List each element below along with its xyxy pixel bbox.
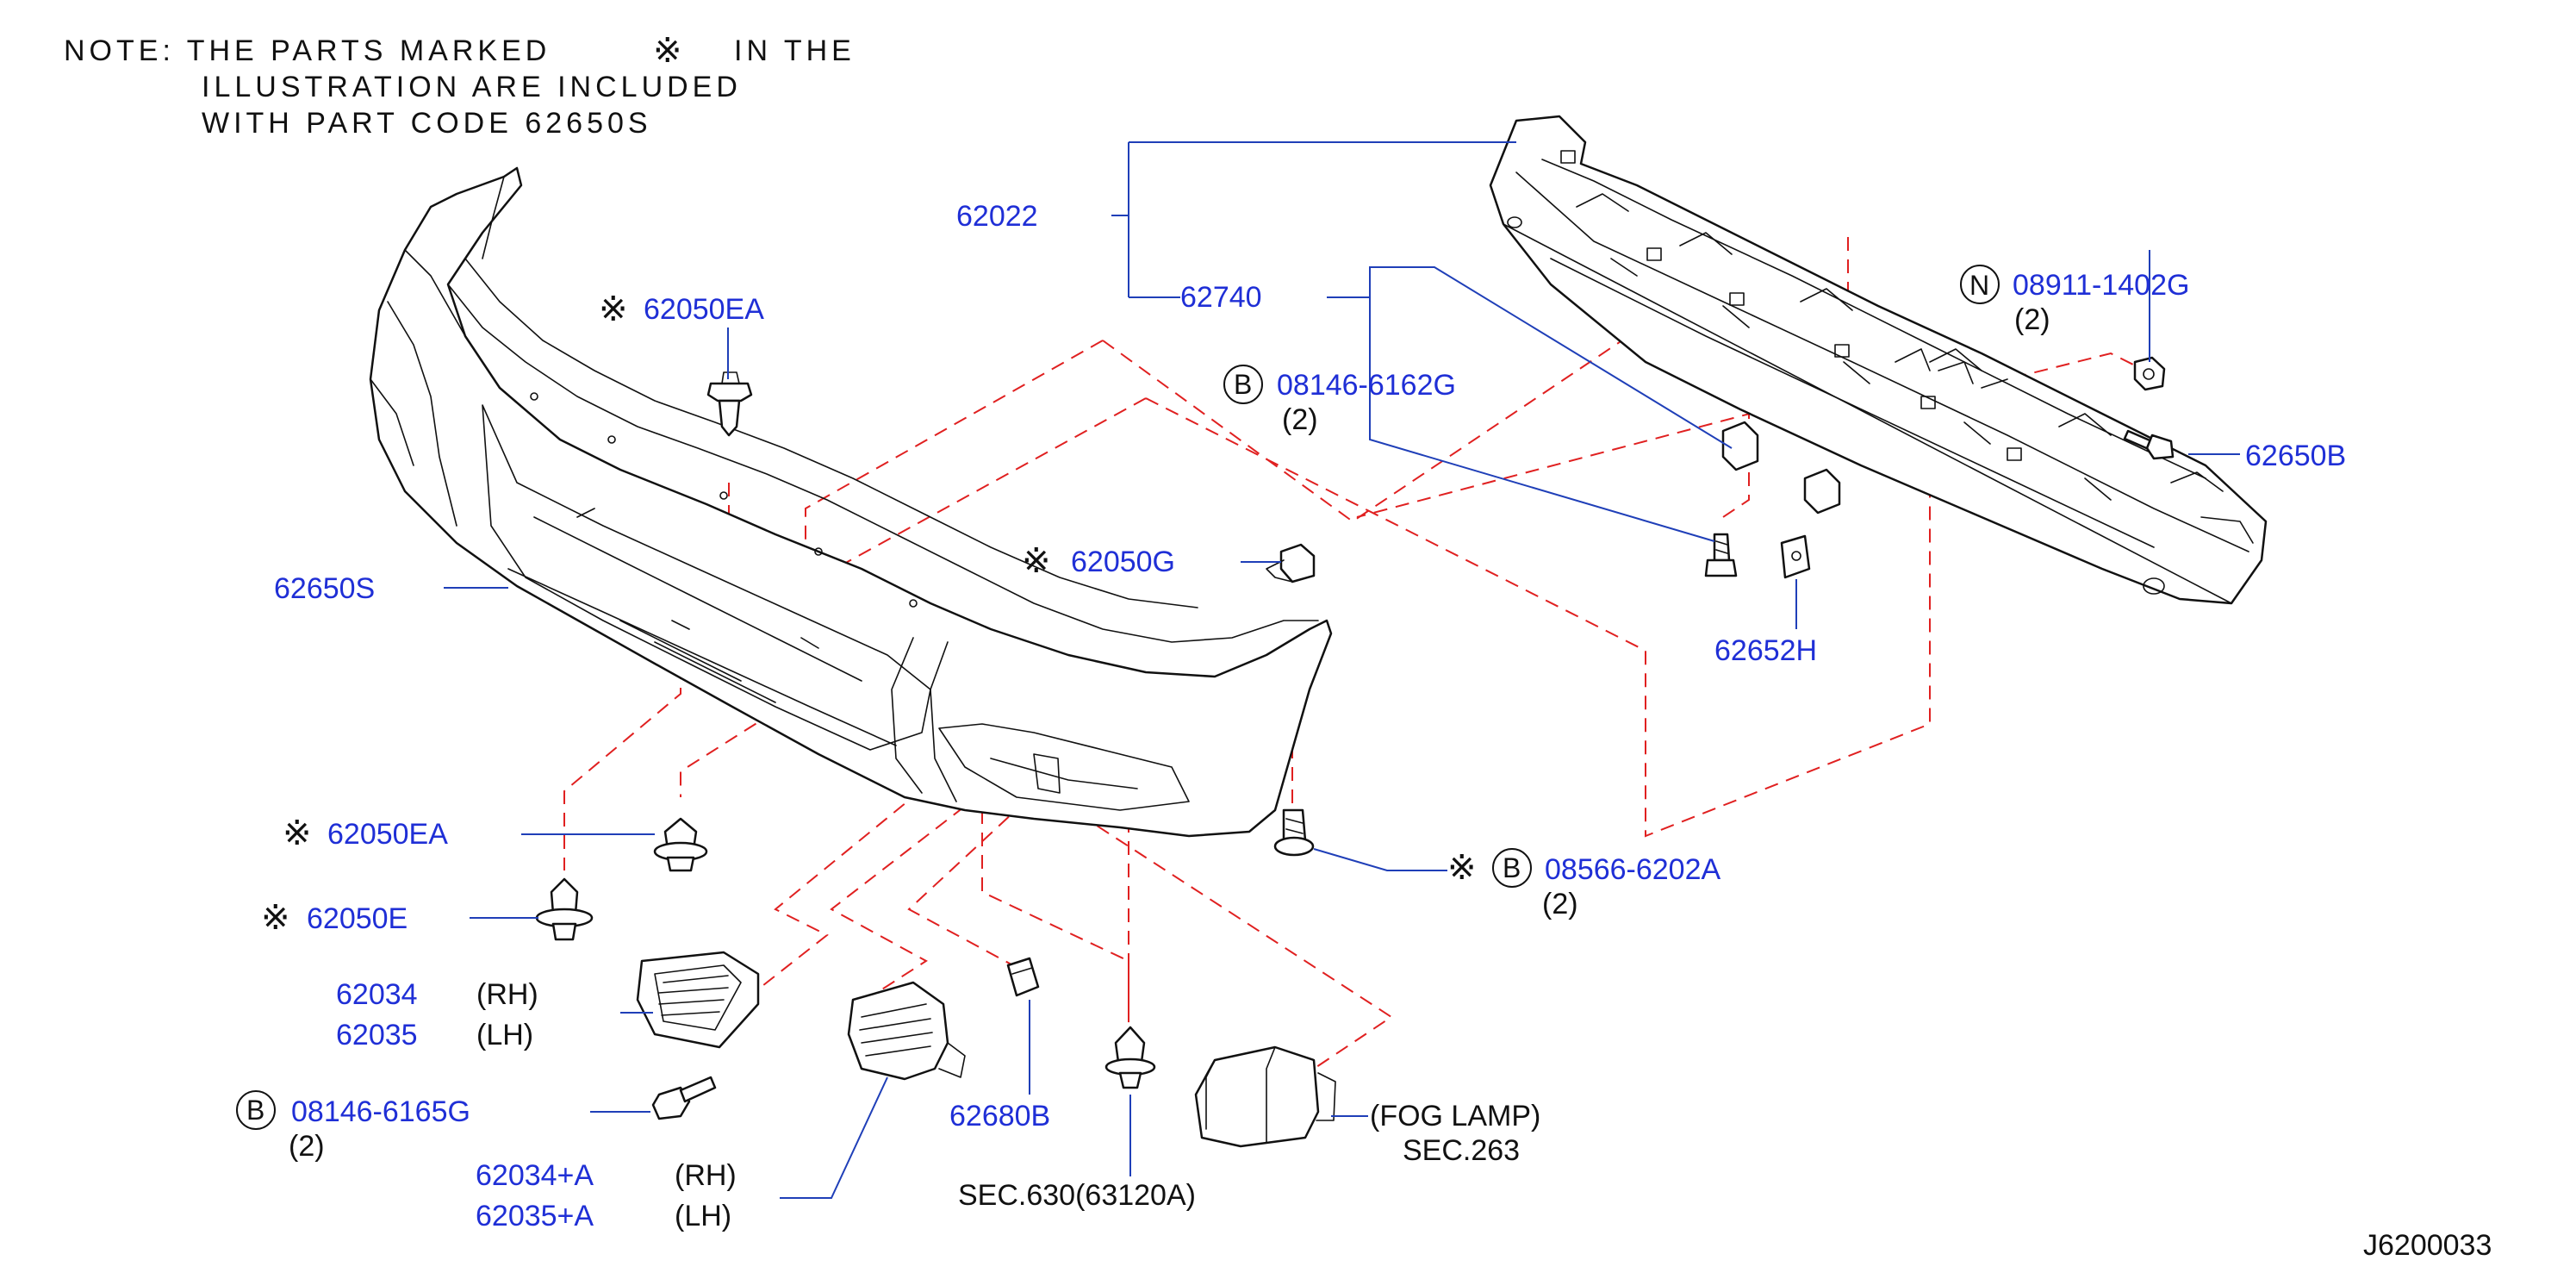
bolt-62650b-drawing — [2123, 429, 2175, 460]
callout-62022: 62022 — [956, 200, 1038, 233]
bumper-reinforcement-drawing — [1489, 115, 2268, 605]
callout-62034: 62034 — [336, 978, 418, 1011]
callout-62035a: 62035+A — [476, 1200, 594, 1232]
screw-08566-6202a-drawing — [1273, 808, 1315, 857]
nut-62652h-drawing — [1780, 534, 1811, 579]
callout-08146-6165g-qty: (2) — [289, 1130, 325, 1163]
callouts: 62022 62740 B 08146-6162G (2) N 08911-14… — [236, 200, 2492, 1262]
b-circle-letter-2: B — [1503, 852, 1521, 883]
fog-lamp-drawing — [1194, 1045, 1336, 1148]
asterisk-62050e: ※ — [261, 898, 290, 938]
callout-62035: 62035 — [336, 1019, 418, 1051]
note-asterisk-mark: ※ — [653, 31, 682, 71]
callout-08146-6162g-qty: (2) — [1282, 403, 1318, 436]
callout-62050ea-top: 62050EA — [644, 293, 764, 326]
callout-08911-1402g-qty: (2) — [2014, 303, 2050, 336]
note-line-1a: NOTE: THE PARTS MARKED — [64, 34, 551, 67]
callout-62034-side: (RH) — [476, 978, 538, 1011]
clip-62050g-drawing — [1266, 543, 1316, 583]
diagram-id: J6200033 — [2363, 1229, 2492, 1262]
b-circle-letter-3: B — [246, 1095, 264, 1126]
callout-sec263: SEC.263 — [1403, 1134, 1520, 1167]
nut-08911-1402g-drawing — [2133, 356, 2166, 391]
callout-62035-side: (LH) — [476, 1019, 533, 1051]
callout-fog-lamp: (FOG LAMP) — [1370, 1100, 1540, 1132]
callout-62740: 62740 — [1180, 281, 1262, 314]
callout-08146-6162g: 08146-6162G — [1277, 369, 1456, 402]
note-line-3: WITH PART CODE 62650S — [202, 107, 652, 140]
callout-62034a: 62034+A — [476, 1159, 594, 1192]
asterisk-08566-6202a: ※ — [1447, 848, 1477, 888]
note-line-1b: IN THE — [734, 34, 856, 67]
callout-sec630: SEC.630(63120A) — [958, 1179, 1196, 1212]
callout-62650s: 62650S — [274, 572, 375, 605]
asterisk-62050ea-top: ※ — [599, 290, 628, 329]
asterisk-62050ea-mid: ※ — [283, 814, 312, 853]
clip-sec630-drawing — [1104, 1026, 1156, 1089]
b-circle-letter: B — [1234, 369, 1252, 400]
clip-62050e-drawing — [535, 877, 594, 941]
asterisk-62050g: ※ — [1022, 541, 1051, 581]
bumper-fascia-drawing — [369, 166, 1333, 838]
callout-62680b: 62680B — [949, 1100, 1050, 1132]
clip-62050ea-mid-drawing — [653, 817, 708, 872]
callout-62652h: 62652H — [1714, 634, 1817, 667]
bracket-drawing — [1721, 421, 1841, 515]
callout-08566-6202a: 08566-6202A — [1545, 853, 1721, 886]
bolt-08146-6165g-drawing — [651, 1076, 717, 1120]
callout-62050g: 62050G — [1071, 546, 1175, 578]
fog-cover-62034a-drawing — [847, 981, 966, 1081]
bolt-08146-6162g-drawing — [1704, 533, 1738, 577]
callout-08146-6165g: 08146-6165G — [291, 1095, 470, 1128]
callout-62650b: 62650B — [2245, 440, 2346, 472]
nut-clip-62680b-drawing — [1006, 957, 1040, 997]
leader-lines — [444, 141, 2240, 1199]
note-line-2: ILLUSTRATION ARE INCLUDED — [202, 71, 742, 103]
callout-08566-6202a-qty: (2) — [1542, 888, 1578, 920]
b-circle-icon — [1492, 848, 1532, 888]
grille-62034-drawing — [636, 951, 760, 1049]
callout-62035a-side: (LH) — [675, 1200, 731, 1232]
callout-08911-1402g: 08911-1402G — [2013, 269, 2189, 302]
note-block: NOTE: THE PARTS MARKED ※ IN THE ILLUSTRA… — [64, 31, 856, 140]
b-circle-icon — [236, 1090, 276, 1130]
n-circle-letter: N — [1969, 270, 1989, 301]
callout-62050ea-mid: 62050EA — [327, 818, 448, 851]
callout-62050e: 62050E — [307, 902, 408, 935]
n-circle-icon — [1960, 265, 2000, 304]
b-circle-icon — [1223, 365, 1263, 404]
callout-62034a-side: (RH) — [675, 1159, 737, 1192]
clip-62050ea-top-drawing — [706, 371, 753, 437]
